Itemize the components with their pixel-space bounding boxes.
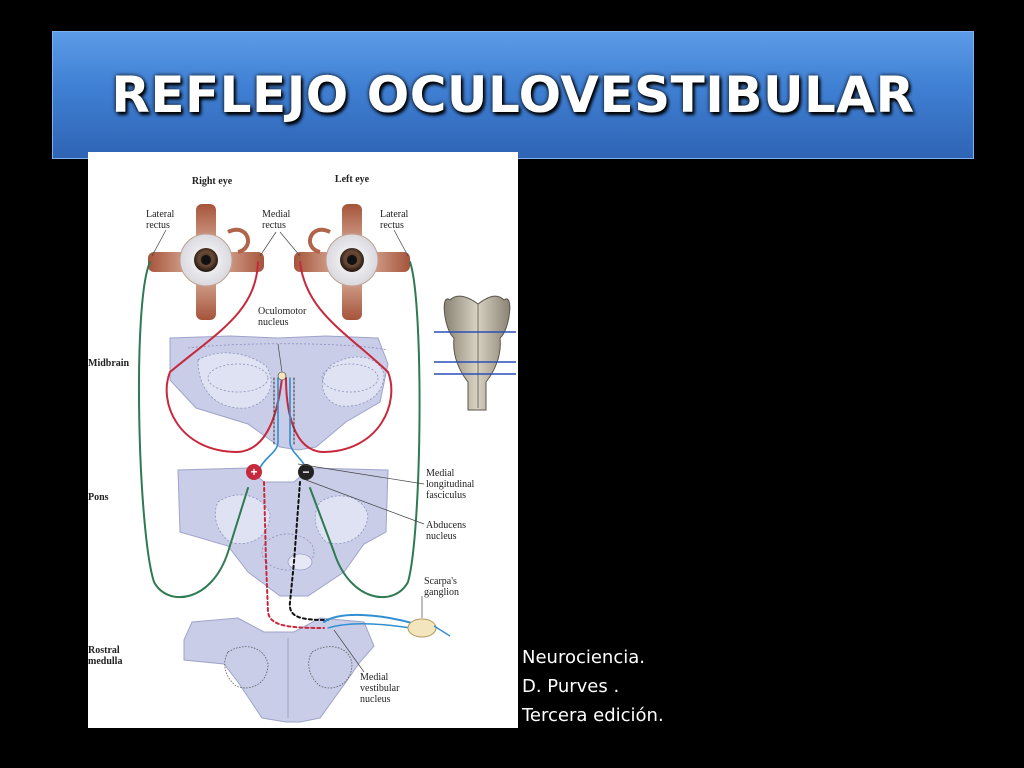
oculovestibular-figure: + − Right eye Left eye Lateral rectus Me… bbox=[88, 152, 518, 728]
diagram-svg: + − Right eye Left eye Lateral rectus Me… bbox=[88, 174, 516, 723]
label-pons: Pons bbox=[88, 492, 109, 503]
label-left-eye: Left eye bbox=[335, 174, 370, 185]
minus-sign: − bbox=[302, 465, 309, 479]
label-mlf-2: longitudinal bbox=[426, 479, 475, 490]
citation: Neurociencia. D. Purves . Tercera edició… bbox=[522, 643, 664, 730]
label-mvn-2: vestibular bbox=[360, 683, 400, 694]
inhibitory-marker bbox=[298, 464, 314, 480]
label-mvn-3: nucleus bbox=[360, 694, 391, 705]
label-abducens-2: nucleus bbox=[426, 531, 457, 542]
scarpas-ganglion bbox=[407, 618, 451, 638]
label-midbrain: Midbrain bbox=[88, 358, 130, 369]
pathways bbox=[137, 261, 423, 631]
label-abducens-1: Abducens bbox=[426, 520, 466, 531]
excitatory-marker bbox=[246, 464, 262, 480]
label-rostral-2: medulla bbox=[88, 656, 122, 667]
label-mlf-3: fasciculus bbox=[426, 490, 466, 501]
citation-line-3: Tercera edición. bbox=[522, 705, 664, 726]
slide-title: REFLEJO OCULOVESTIBULAR bbox=[111, 66, 915, 124]
label-lateral-rectus-left-2: rectus bbox=[380, 220, 404, 231]
red-dashed bbox=[263, 481, 325, 629]
green-pathway-right bbox=[137, 261, 249, 598]
label-oculomotor-1: Oculomotor bbox=[258, 306, 307, 317]
black-dashed bbox=[288, 481, 329, 621]
pons-section bbox=[177, 467, 389, 597]
medulla-section bbox=[183, 617, 375, 723]
title-bar: REFLEJO OCULOVESTIBULAR bbox=[52, 31, 974, 159]
green-pathway-left bbox=[309, 261, 421, 598]
label-right-eye: Right eye bbox=[192, 176, 233, 187]
citation-line-1: Neurociencia. bbox=[522, 647, 645, 668]
red-pathway-left bbox=[285, 261, 393, 454]
label-medial-rectus-2: rectus bbox=[262, 220, 286, 231]
leader-lines bbox=[151, 229, 425, 673]
red-pathway-right bbox=[165, 261, 283, 454]
label-lateral-rectus-left-1: Lateral bbox=[380, 209, 409, 220]
label-lateral-rectus-right-1: Lateral bbox=[146, 209, 175, 220]
label-mlf-1: Medial bbox=[426, 468, 455, 479]
right-eye bbox=[148, 204, 264, 320]
left-eye bbox=[294, 204, 410, 320]
label-scarpa-2: ganglion bbox=[424, 587, 459, 598]
label-oculomotor-2: nucleus bbox=[258, 317, 289, 328]
blue-vestibular bbox=[323, 613, 423, 627]
plus-sign: + bbox=[250, 465, 257, 479]
oculomotor-nucleus-marker bbox=[277, 371, 287, 381]
label-lateral-rectus-right-2: rectus bbox=[146, 220, 170, 231]
label-scarpa-1: Scarpa's bbox=[424, 576, 457, 587]
label-medial-rectus-1: Medial bbox=[262, 209, 291, 220]
label-mvn-1: Medial bbox=[360, 672, 389, 683]
label-rostral-1: Rostral bbox=[88, 645, 120, 656]
brainstem-inset bbox=[434, 295, 516, 411]
citation-line-2: D. Purves . bbox=[522, 676, 620, 697]
